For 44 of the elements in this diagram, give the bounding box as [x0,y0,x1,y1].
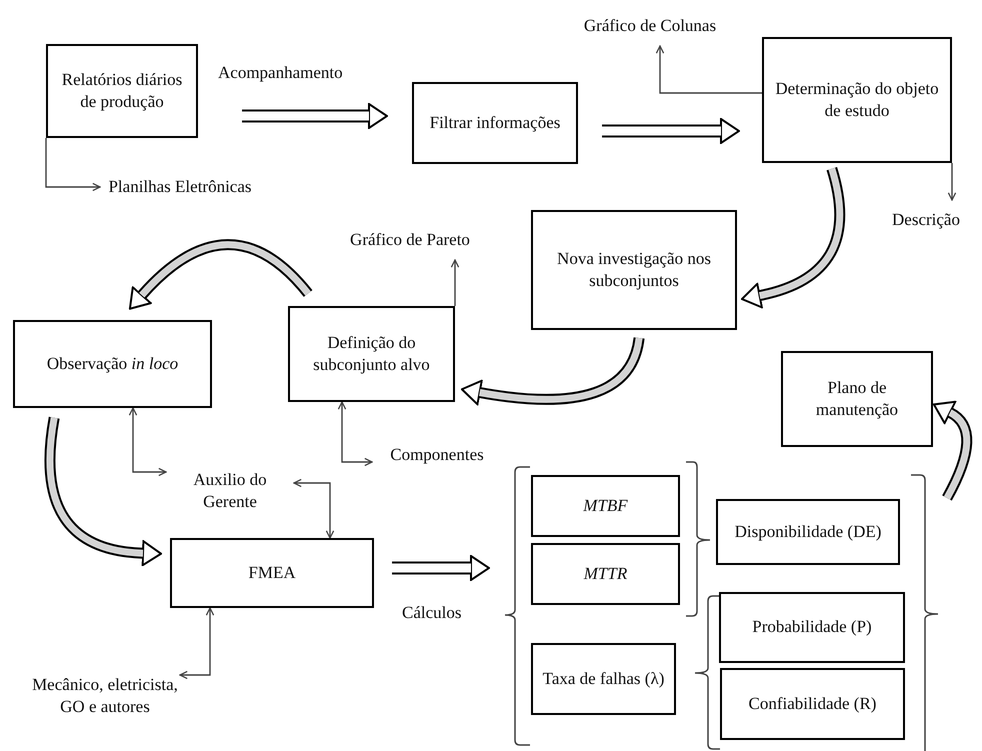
process-box [46,44,198,138]
annotation-text: Planilhas Eletrônicas [100,165,260,209]
process-box [531,643,676,715]
arrow [656,45,762,94]
box-text: MTTR [584,562,628,585]
process-box [716,499,900,565]
arrow [293,478,334,539]
process-box [288,306,455,402]
box-text: Determinação do objeto de estudo [774,78,940,122]
arrow [338,401,373,466]
process-box [531,543,680,605]
box-text: Disponibilidade (DE) [734,520,882,543]
box-text: Definição do subconjunto alvo [312,332,431,376]
box-text: MTBF [583,494,628,517]
process-box [13,320,212,408]
arrow [179,607,214,680]
box-text: Probabilidade (P) [752,616,872,638]
process-box [531,210,737,330]
box-text: Observação in loco [46,352,178,375]
process-box [762,37,952,163]
arrow [45,138,101,192]
arrow [128,407,167,476]
arrow [450,259,460,306]
box-text: Plano de manutenção [814,376,900,421]
process-box [719,592,905,663]
annotation-text: Gráfico de Pareto [315,220,505,260]
box-text: Confiabilidade (R) [748,692,876,715]
box-text: Taxa de falhas (λ) [542,668,664,690]
annotation-text: Mecânico, eletricista, GO e autores [30,650,180,742]
arrow [948,163,956,201]
box-text: Relatórios diários de produção [60,68,184,113]
process-box [720,668,905,740]
box-text: FMEA [248,562,296,584]
annotation-text: Auxilio do Gerente [166,466,294,516]
process-box [781,351,933,447]
box-text: Filtrar informações [430,112,560,134]
edge-label: Acompanhamento [218,63,343,83]
annotation-text: Componentes [372,442,502,468]
process-box [412,82,578,164]
process-box [531,475,680,537]
annotation-text: Gráfico de Colunas [570,6,730,46]
process-box [170,538,374,608]
box-text: Nova investigação nos subconjuntos [556,248,712,292]
annotation-text: Descrição [872,200,980,240]
